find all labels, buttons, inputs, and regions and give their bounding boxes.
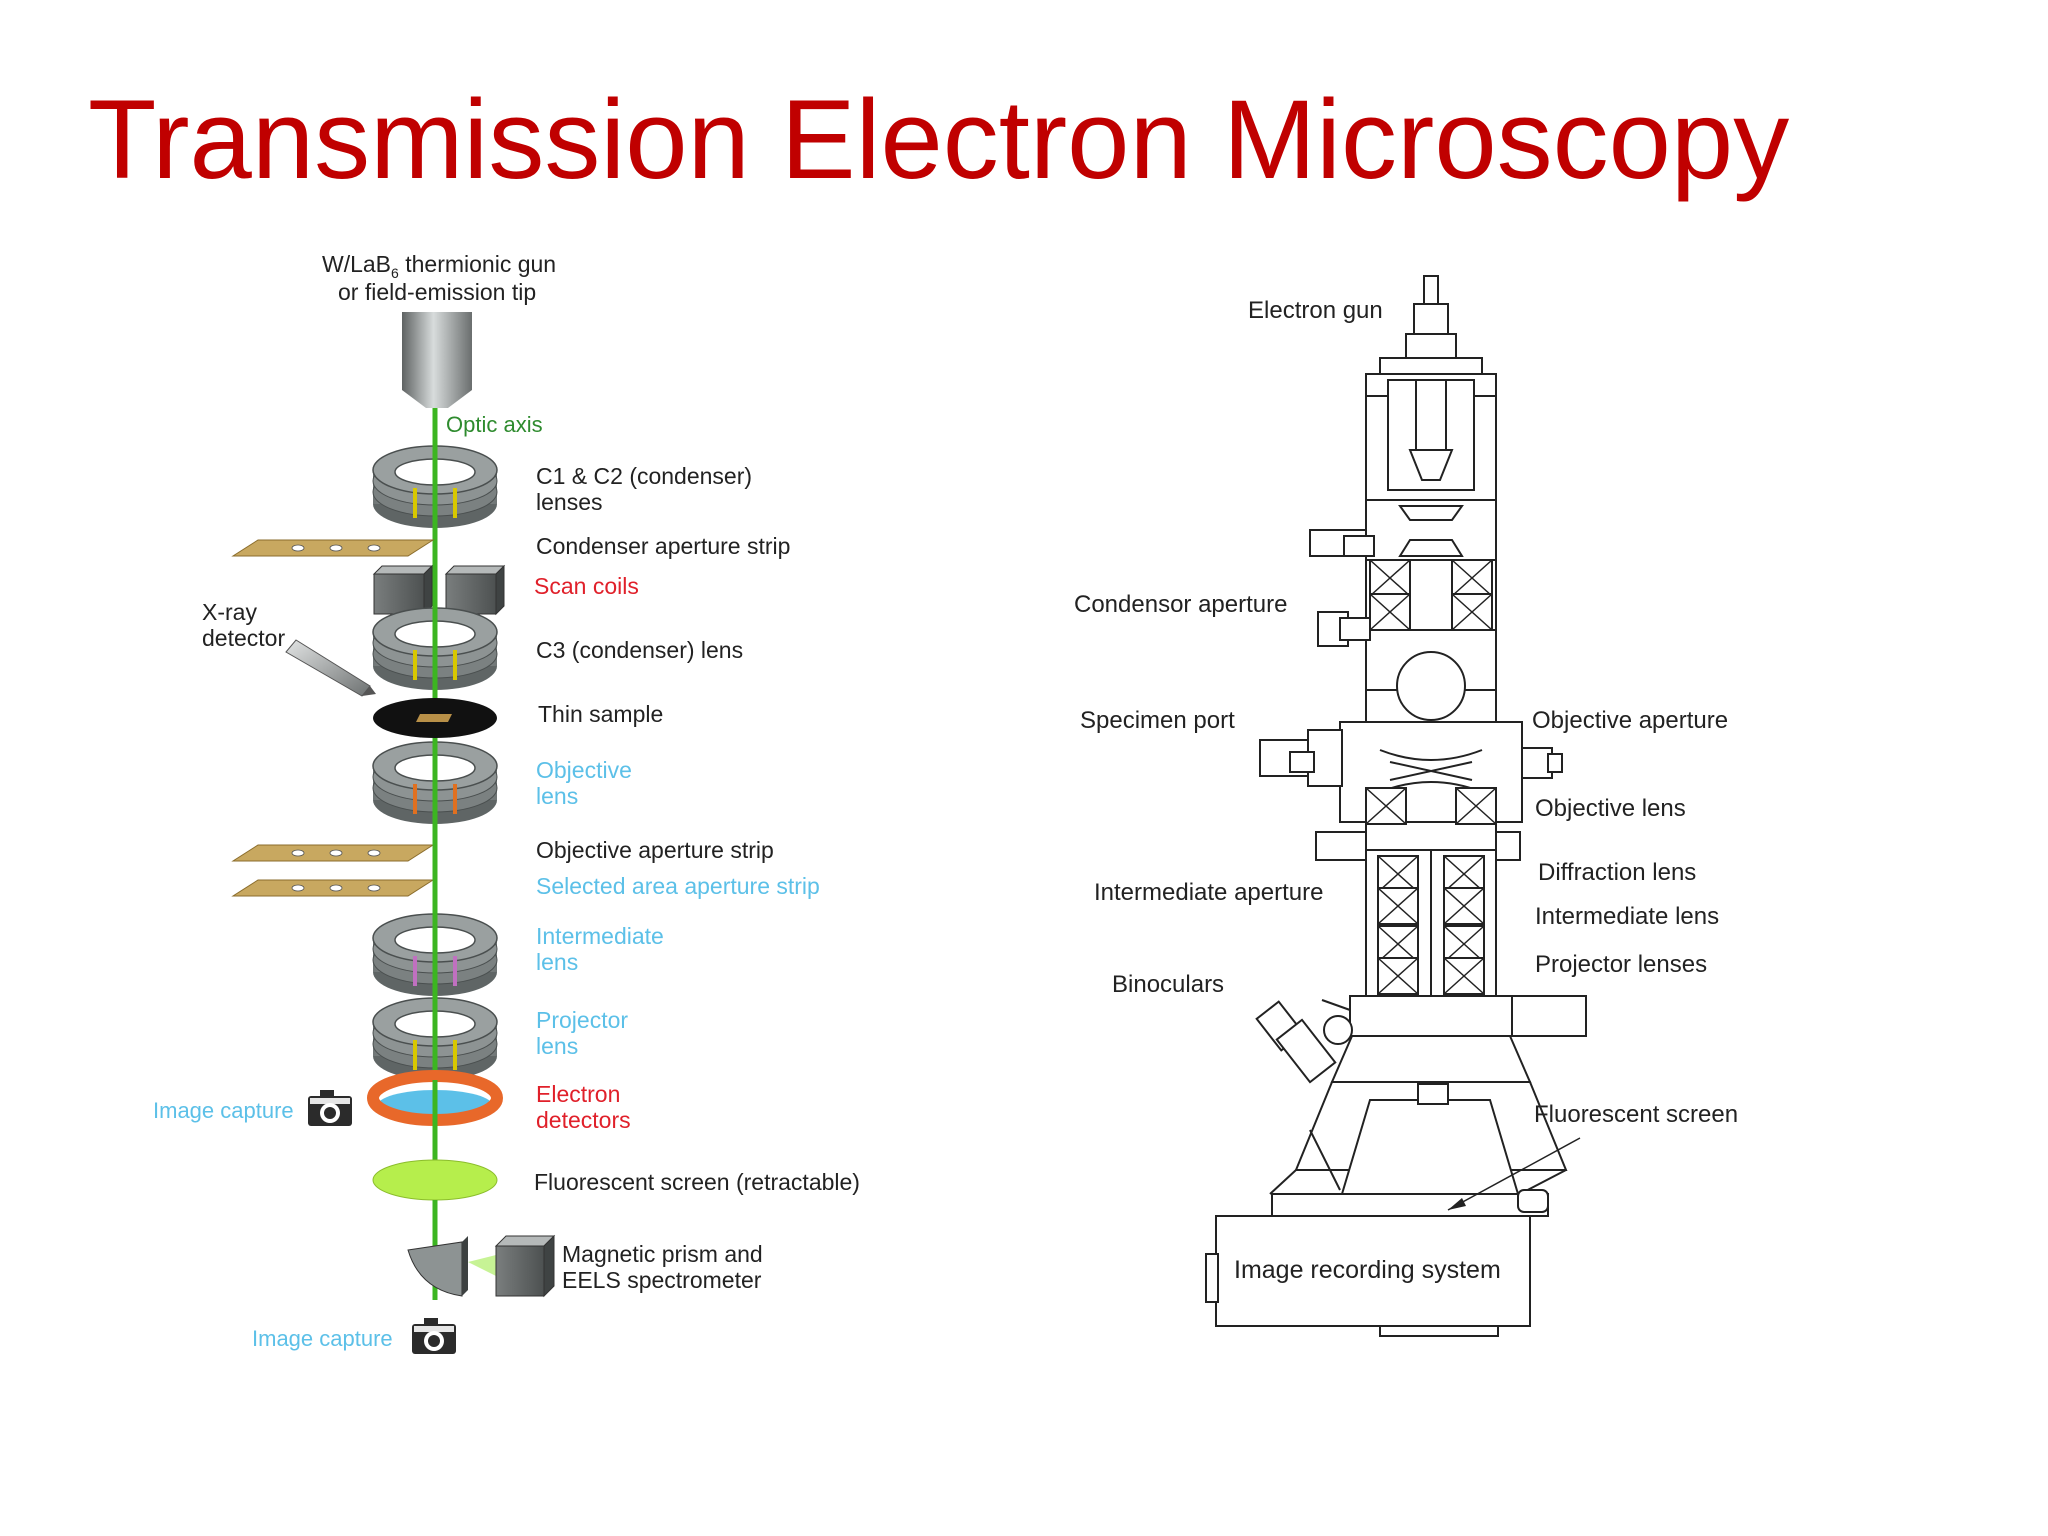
binoculars-label: Binoculars: [1112, 971, 1224, 998]
electron-gun-label: Electron gun: [1248, 297, 1383, 324]
projector-column-icon: [1365, 849, 1497, 997]
specimen-chamber-icon: [1259, 651, 1563, 823]
camera-icon: [308, 1090, 352, 1126]
fluorescent-screen-icon: [1271, 1189, 1549, 1217]
objective-lens-label-line1: Objective: [536, 757, 632, 783]
gun-label-line1: W/LaB6 thermionic gun: [322, 251, 556, 281]
c3-lens-icon: [372, 607, 498, 691]
intermediate-lens-label: Intermediate lens: [1535, 903, 1719, 930]
projector-lens-label-line1: Projector: [536, 1007, 628, 1033]
condenser-aperture-strip-icon: [232, 539, 434, 557]
electron-detectors-label-line1: Electron: [536, 1081, 620, 1107]
camera-icon: [412, 1318, 456, 1354]
left-diagram: W/LaB6 thermionic gun or field-emission …: [153, 251, 860, 1354]
projector-lens-label-line2: lens: [536, 1033, 578, 1059]
intermediate-lens-label-line1: Intermediate: [536, 923, 664, 949]
intermediate-aperture-label: Intermediate aperture: [1094, 879, 1323, 906]
diffraction-lens-label: Diffraction lens: [1538, 859, 1696, 886]
thin-sample-icon: [373, 698, 497, 738]
slide-title: Transmission Electron Microscopy: [88, 77, 1790, 202]
selected-area-aperture-strip-icon: [232, 879, 434, 897]
scan-coils-label: Scan coils: [534, 573, 639, 599]
image-recording-system-label: Image recording system: [1234, 1256, 1501, 1284]
specimen-port-label: Specimen port: [1080, 707, 1235, 734]
intermediate-lens-icon: [372, 913, 498, 997]
objective-aperture-label: Objective aperture: [1532, 707, 1728, 734]
condenser-aperture-strip-label: Condenser aperture strip: [536, 533, 790, 559]
scan-coils-icon: [372, 564, 506, 616]
thin-sample-label: Thin sample: [538, 701, 663, 727]
eels-spectrometer-icon: [494, 1234, 556, 1298]
image-recording-system-icon: [1205, 1215, 1531, 1337]
electron-gun-icon: [1365, 275, 1497, 561]
fluorescent-screen-icon: [372, 1159, 498, 1201]
projector-lenses-label: Projector lenses: [1535, 951, 1707, 978]
c1-c2-lens-icon: [372, 445, 498, 529]
c1-c2-label-line2: lenses: [536, 489, 602, 515]
c1-c2-label-line1: C1 & C2 (condenser): [536, 463, 752, 489]
condensor-aperture-label: Condensor aperture: [1074, 591, 1287, 618]
xray-label-line1: X-ray: [202, 599, 257, 625]
objective-aperture-strip-label: Objective aperture strip: [536, 837, 774, 863]
image-capture-label-2: Image capture: [252, 1326, 393, 1351]
objective-lens-label-line2: lens: [536, 783, 578, 809]
condenser-lens-icon: [1309, 529, 1497, 631]
electron-gun-icon: [402, 312, 472, 408]
objective-aperture-strip-icon: [232, 844, 434, 862]
image-capture-label-1: Image capture: [153, 1098, 294, 1123]
fluorescent-screen-label: Fluorescent screen (retractable): [534, 1169, 860, 1195]
right-diagram: [1205, 275, 1587, 1337]
xray-detector-icon: [285, 639, 376, 697]
binoculars-icon: [1255, 995, 1587, 1084]
objective-lens-icon: [372, 741, 498, 825]
projector-lens-icon: [372, 997, 498, 1081]
intermediate-lens-label-line2: lens: [536, 949, 578, 975]
magnetic-prism-icon: [407, 1236, 500, 1297]
objective-lens-label: Objective lens: [1535, 795, 1686, 822]
selected-area-aperture-strip-label: Selected area aperture strip: [536, 873, 820, 899]
gun-label-line2: or field-emission tip: [338, 279, 536, 305]
c3-lens-label: C3 (condenser) lens: [536, 637, 743, 663]
xray-label-line2: detector: [202, 625, 285, 651]
right-diagram-labels: Electron gun Condensor aperture Specimen…: [1074, 297, 1738, 1284]
prism-label-line1: Magnetic prism and: [562, 1241, 763, 1267]
viewing-chamber-icon: [1269, 1035, 1568, 1195]
optic-axis-label: Optic axis: [446, 412, 543, 437]
prism-label-line2: EELS spectrometer: [562, 1267, 762, 1293]
fluorescent-screen-label: Fluorescent screen: [1534, 1101, 1738, 1128]
electron-detectors-label-line2: detectors: [536, 1107, 631, 1133]
